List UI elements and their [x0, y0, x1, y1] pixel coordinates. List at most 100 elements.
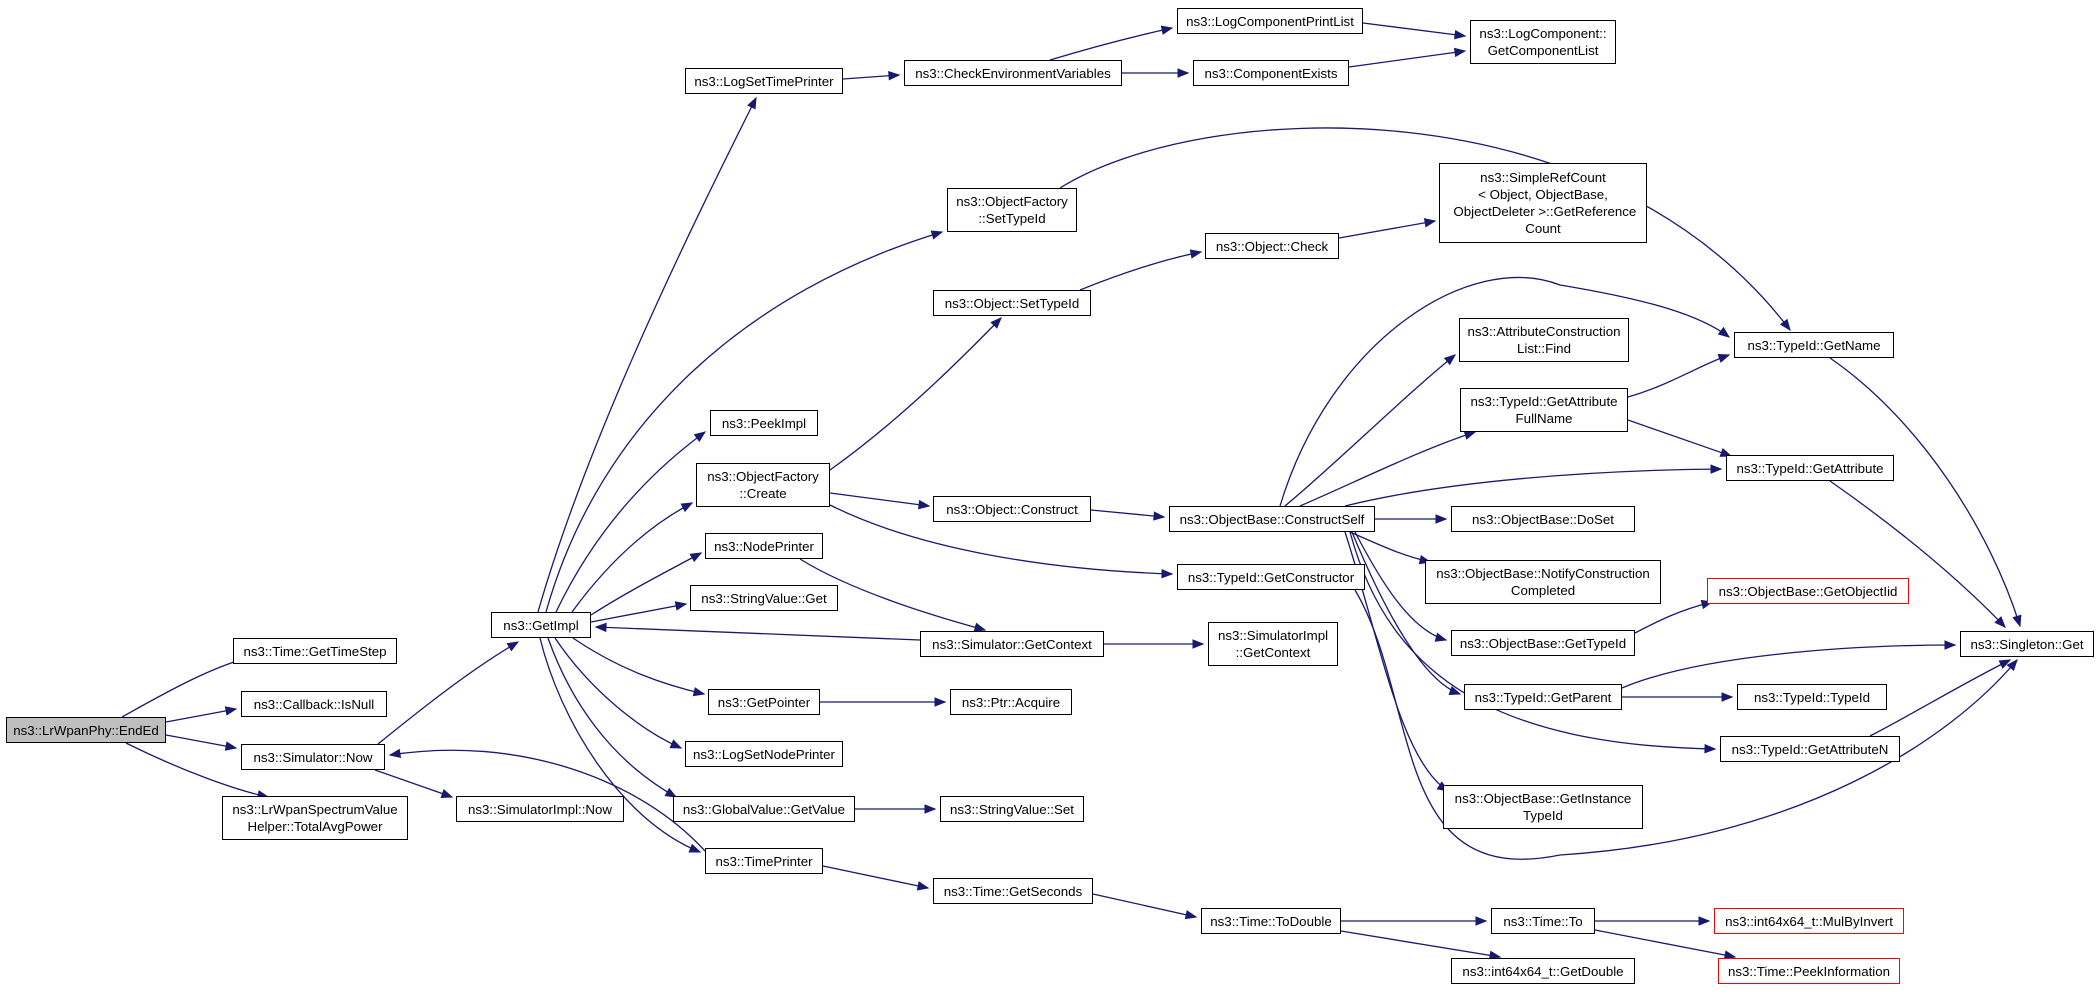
node-timeprinter[interactable]: ns3::TimePrinter	[705, 848, 823, 874]
edge-getimpl-logsetnodeprinter	[554, 637, 682, 749]
arrowhead-getname-singleton	[2012, 614, 2022, 628]
node-nodeprinter[interactable]: ns3::NodePrinter	[705, 533, 823, 559]
node-stringvalue-set[interactable]: ns3::StringValue::Set	[940, 796, 1084, 822]
arrowhead-ended-now	[224, 741, 238, 751]
node-int64x64-mulbyinvert[interactable]: ns3::int64x64_t::MulByInvert	[1714, 908, 1904, 934]
node-objectbase-getinstancetypeid[interactable]: ns3::ObjectBase::GetInstance TypeId	[1443, 785, 1643, 829]
node-componentexists[interactable]: ns3::ComponentExists	[1193, 60, 1349, 86]
arrowhead-constructself-getparent	[1448, 686, 1462, 696]
node-attributeconstructionlist-find[interactable]: ns3::AttributeConstruction List::Find	[1459, 318, 1629, 362]
node-getimpl[interactable]: ns3::GetImpl	[491, 612, 591, 638]
arrowhead-getcontext-getimpl	[594, 622, 607, 633]
node-simplerefcount-getreferencecount[interactable]: ns3::SimpleRefCount < Object, ObjectBase…	[1439, 163, 1647, 243]
node-objectbase-notifyconstructioncompleted[interactable]: ns3::ObjectBase::NotifyConstruction Comp…	[1425, 560, 1661, 604]
node-ptr-acquire[interactable]: ns3::Ptr::Acquire	[950, 689, 1072, 715]
arrowhead-todouble-to	[1475, 916, 1488, 926]
node-time-todouble[interactable]: ns3::Time::ToDouble	[1201, 908, 1341, 934]
arrowhead-constructself-getattribute	[1710, 464, 1723, 474]
edge-getattributefullname-getname	[1627, 354, 1730, 398]
node-logsettimeprinter[interactable]: ns3::LogSetTimePrinter	[685, 68, 843, 94]
node-objectfactory-create[interactable]: ns3::ObjectFactory ::Create	[696, 463, 830, 507]
node-object-check[interactable]: ns3::Object::Check	[1205, 233, 1339, 259]
arrowhead-nodeprinter-getcontext	[973, 622, 987, 632]
edge-timeprinter-getseconds	[822, 865, 929, 889]
edge-getimpl-logsettimeprinter	[537, 97, 757, 613]
edge-getimpl-getpointer	[572, 637, 705, 695]
node-spectrum-totalavgpower[interactable]: ns3::LrWpanSpectrumValue Helper::TotalAv…	[222, 796, 408, 840]
node-typeid-getconstructor[interactable]: ns3::TypeId::GetConstructor	[1177, 564, 1365, 590]
node-checkenvironmentvariables[interactable]: ns3::CheckEnvironmentVariables	[904, 60, 1122, 86]
arrowhead-checkenv-componentexists	[1177, 68, 1190, 78]
edge-ended-now	[165, 734, 237, 749]
node-typeid-getattributefullname[interactable]: ns3::TypeId::GetAttribute FullName	[1460, 388, 1628, 432]
arrowhead-getimpl-globalvalue	[664, 787, 678, 798]
edge-getcontext-getimpl	[595, 626, 921, 641]
node-object-settypeid[interactable]: ns3::Object::SetTypeId	[933, 290, 1091, 316]
edge-object-construct-constructself	[1090, 509, 1165, 518]
node-time-peekinformation[interactable]: ns3::Time::PeekInformation	[1718, 958, 1900, 984]
edge-ended-isnull	[165, 708, 237, 723]
edge-getattributefullname-getattribute	[1627, 419, 1732, 457]
node-stringvalue-get[interactable]: ns3::StringValue::Get	[690, 585, 838, 611]
node-logcomponent-getcomponentlist[interactable]: ns3::LogComponent:: GetComponentList	[1470, 20, 1616, 64]
node-simulatorimpl-now[interactable]: ns3::SimulatorImpl::Now	[456, 796, 624, 822]
edge-timeprinter-now	[389, 749, 706, 852]
node-typeid-getname[interactable]: ns3::TypeId::GetName	[1734, 332, 1894, 358]
arrowhead-getcontext-simulatorimpl-getcontext	[1192, 639, 1205, 649]
node-time-to[interactable]: ns3::Time::To	[1491, 908, 1595, 934]
arrowhead-checkenv-printlist	[1160, 25, 1174, 35]
edge-getimpl-objectfactory-settypeid	[545, 231, 943, 613]
arrowhead-constructself-getattributefullname	[1463, 430, 1477, 440]
node-objectbase-getobjectiid[interactable]: ns3::ObjectBase::GetObjectIid	[1707, 578, 1909, 604]
node-objectfactory-settypeid[interactable]: ns3::ObjectFactory ::SetTypeId	[947, 188, 1077, 232]
arrowhead-objectfactory-create-object-construct	[918, 499, 931, 510]
node-lrwpanphy-ended[interactable]: ns3::LrWpanPhy::EndEd	[6, 717, 166, 743]
node-typeid-getattributen[interactable]: ns3::TypeId::GetAttributeN	[1720, 736, 1900, 762]
edge-constructself-attributelist-find	[1284, 354, 1456, 507]
node-logsetnodeprinter[interactable]: ns3::LogSetNodePrinter	[685, 741, 843, 767]
edge-ended-gettimestep	[121, 654, 259, 718]
node-simulatorimpl-getcontext[interactable]: ns3::SimulatorImpl ::GetContext	[1208, 622, 1338, 666]
node-logcomponentprintlist[interactable]: ns3::LogComponentPrintList	[1177, 8, 1363, 34]
arrowhead-getimpl-objectfactory-settypeid	[930, 230, 944, 240]
edge-objectfactory-create-object-settypeid	[829, 317, 1002, 471]
arrowhead-object-check-simplerefcount	[1423, 218, 1437, 228]
node-object-construct[interactable]: ns3::Object::Construct	[933, 496, 1091, 522]
edge-getimpl-peekimpl	[555, 431, 706, 613]
arrowhead-globalvalue-stringvalue-set	[924, 804, 937, 814]
edge-getimpl-stringvalue-get	[590, 603, 687, 623]
edge-getconstructor-singleton	[1354, 589, 2018, 860]
node-typeid-getattribute[interactable]: ns3::TypeId::GetAttribute	[1726, 455, 1894, 481]
edge-constructself-getattribute	[1344, 468, 1722, 507]
node-globalvalue-getvalue[interactable]: ns3::GlobalValue::GetValue	[673, 796, 855, 822]
node-time-getseconds[interactable]: ns3::Time::GetSeconds	[933, 878, 1093, 904]
edge-objectfactory-create-getconstructor	[829, 504, 1173, 575]
edge-constructself-getobjecttypeid	[1354, 531, 1447, 641]
node-objectbase-constructself[interactable]: ns3::ObjectBase::ConstructSelf	[1169, 506, 1375, 532]
edge-todouble-getdouble	[1340, 930, 1501, 958]
edge-nodeprinter-getcontext	[799, 558, 986, 631]
node-callback-isnull[interactable]: ns3::Callback::IsNull	[241, 691, 387, 717]
edge-objectfactory-create-object-construct	[829, 492, 930, 507]
edge-getattribute-singleton	[1829, 480, 2006, 628]
arrowhead-getimpl-logsettimeprinter	[747, 96, 757, 110]
node-int64x64-getdouble[interactable]: ns3::int64x64_t::GetDouble	[1451, 958, 1635, 984]
node-simulator-now[interactable]: ns3::Simulator::Now	[241, 744, 385, 770]
node-objectbase-doset[interactable]: ns3::ObjectBase::DoSet	[1451, 506, 1635, 532]
node-peekimpl[interactable]: ns3::PeekImpl	[710, 410, 818, 436]
node-typeid-getparent[interactable]: ns3::TypeId::GetParent	[1464, 684, 1622, 710]
arrowhead-objectfactory-settypeid-getname	[1779, 318, 1791, 332]
node-time-gettimestep[interactable]: ns3::Time::GetTimeStep	[233, 638, 397, 664]
arrowhead-now-simulatorimpl	[440, 789, 454, 799]
edge-getseconds-todouble	[1092, 893, 1197, 918]
node-simulator-getcontext[interactable]: ns3::Simulator::GetContext	[920, 631, 1104, 657]
arrowhead-ended-isnull	[224, 706, 238, 716]
node-getpointer[interactable]: ns3::GetPointer	[708, 689, 820, 715]
node-singleton-get[interactable]: ns3::Singleton::Get	[1960, 631, 2094, 657]
edge-componentexists-getcomponentlist	[1348, 50, 1466, 68]
arrowhead-getparent-singleton	[1944, 640, 1957, 650]
node-typeid-typeid[interactable]: ns3::TypeId::TypeId	[1737, 684, 1887, 710]
node-objectbase-gettypeid[interactable]: ns3::ObjectBase::GetTypeId	[1451, 630, 1635, 656]
arrowhead-getparent-typeidtypeid	[1721, 692, 1734, 702]
